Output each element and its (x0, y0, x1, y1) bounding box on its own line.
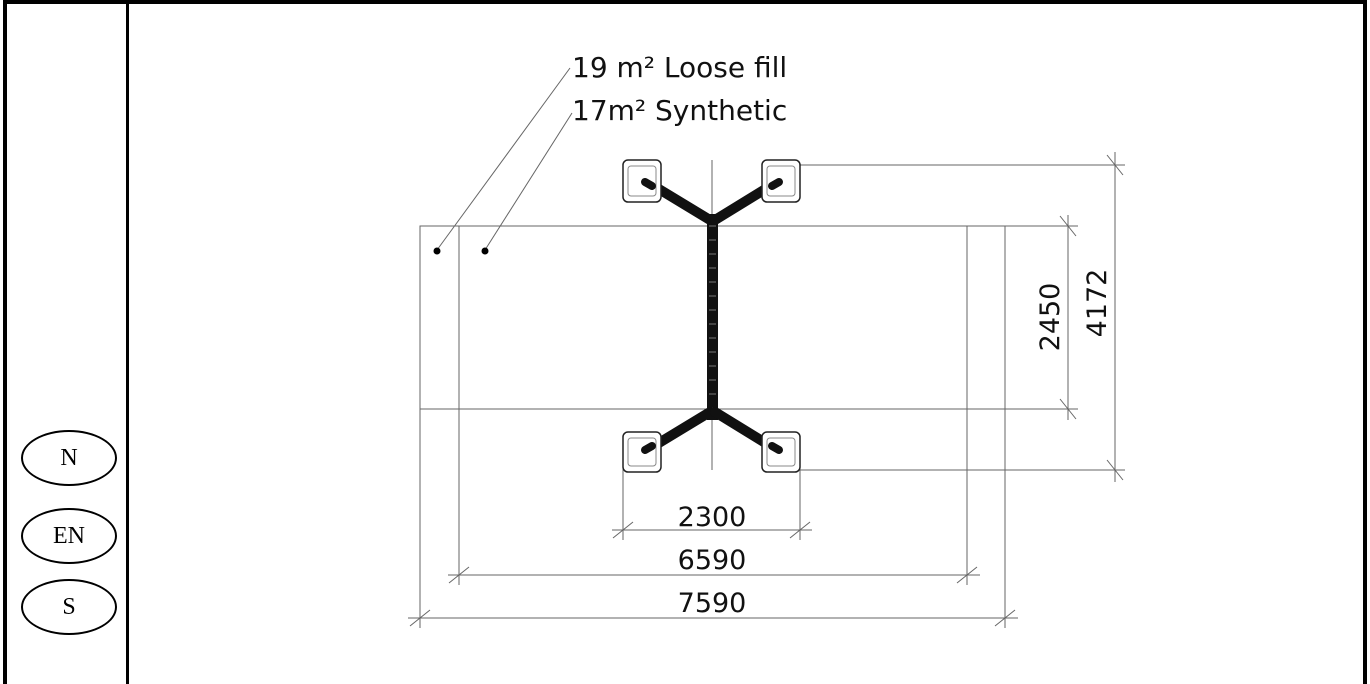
badge-n: N (21, 430, 117, 486)
note-loose-fill: 19 m² Loose fill (572, 51, 787, 84)
frame-top-border (3, 0, 1367, 4)
dim-2300: 2300 (678, 502, 747, 533)
frame-right-border (1363, 0, 1367, 684)
dim-2450: 2450 (1035, 283, 1066, 352)
badge-en: EN (21, 508, 117, 564)
leader-dot-synthetic (481, 247, 489, 255)
dim-7590: 7590 (678, 588, 747, 619)
play-structure (622, 159, 801, 473)
frame-left-border (3, 0, 7, 684)
side-panel-divider (126, 0, 129, 684)
dim-4172: 4172 (1082, 269, 1113, 338)
dim-6590: 6590 (678, 545, 747, 576)
central-beam (707, 214, 718, 420)
leader-dot-loose-fill (433, 247, 441, 255)
leader-loose-fill (436, 67, 571, 251)
note-synthetic: 17m² Synthetic (572, 94, 787, 127)
leader-synthetic (484, 112, 573, 251)
badge-s: S (21, 579, 117, 635)
